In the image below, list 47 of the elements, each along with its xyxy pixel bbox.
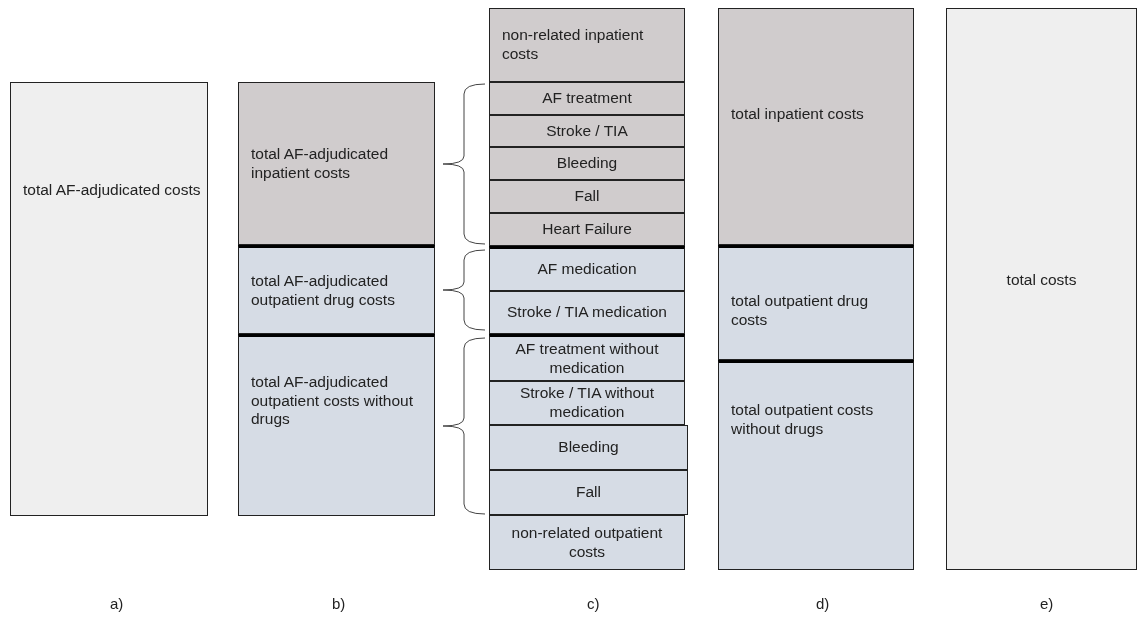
outpatient-cost-box [489, 470, 688, 515]
cost-label: Bleeding [555, 154, 619, 173]
cost-label: total outpatient drug costs [731, 292, 870, 330]
panel-label: a) [110, 595, 124, 612]
outpatient-cost-box [489, 381, 685, 425]
outpatient-drug-cost-box [489, 291, 685, 334]
cost-label: total inpatient costs [731, 105, 865, 124]
cost-label: Bleeding [557, 438, 620, 457]
cost-label: Stroke / TIA [545, 121, 629, 141]
outpatient-cost-box [489, 515, 685, 570]
cost-label: Fall [573, 187, 601, 206]
outpatient-drug-cost-box [238, 245, 435, 334]
panel-label: b) [332, 595, 346, 612]
inpatient-cost-box [489, 82, 685, 115]
cost-label: total AF-adjudicated inpatient costs [251, 144, 389, 183]
cost-label: total costs [1005, 271, 1078, 290]
cost-label: Stroke / TIA without medication [518, 384, 656, 422]
outpatient-drug-cost-box [718, 245, 914, 360]
outpatient-cost-box [718, 360, 914, 570]
outpatient-cost-box [489, 334, 685, 381]
total-cost-box [946, 8, 1137, 570]
cost-label: AF treatment without medication [514, 339, 660, 378]
cost-label: total AF-adjudicated costs [23, 181, 201, 200]
outpatient-drug-cost-box [489, 246, 685, 291]
outpatient-cost-box [238, 334, 435, 516]
cost-label: Heart Failure [541, 220, 633, 239]
cost-label: non-related outpatient costs [510, 523, 664, 562]
cost-label: Fall [575, 483, 602, 502]
inpatient-cost-box [238, 82, 435, 245]
cost-label: Stroke / TIA medication [506, 303, 668, 322]
inpatient-cost-box [489, 180, 685, 213]
inpatient-cost-box [718, 8, 914, 245]
inpatient-cost-box [489, 213, 685, 246]
outpatient-cost-box [489, 425, 688, 470]
cost-label: total AF-adjudicated outpatient costs without drugs [251, 373, 414, 429]
cost-label: total AF-adjudicated outpatient drug costs [251, 271, 396, 310]
cost-label: non-related inpatient costs [502, 26, 645, 64]
panel-label: d) [816, 595, 830, 612]
total-cost-box [10, 82, 208, 516]
inpatient-cost-box [489, 147, 685, 180]
cost-label: AF treatment [541, 89, 633, 108]
cost-label: total outpatient costs without drugs [731, 401, 875, 439]
panel-label: e) [1040, 595, 1054, 612]
cost-label: AF medication [536, 260, 638, 279]
panel-label: c) [587, 595, 600, 612]
inpatient-cost-box [489, 8, 685, 82]
inpatient-cost-box [489, 115, 685, 147]
